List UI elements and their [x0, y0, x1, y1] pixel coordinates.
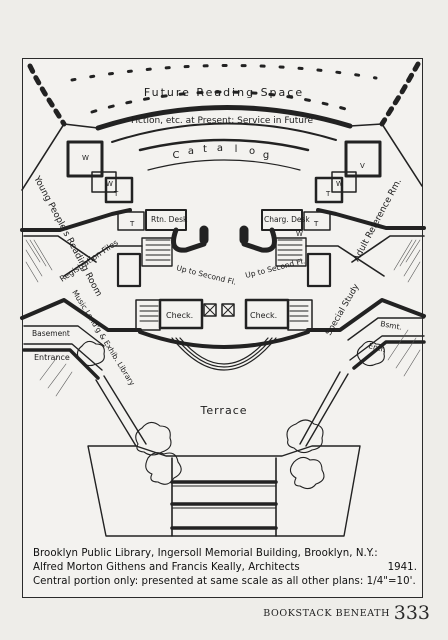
svg-text:o: o [249, 146, 255, 157]
charging-desk-label: Charg. Desk [264, 215, 310, 224]
svg-text:V: V [360, 162, 365, 170]
right-outer-wall [379, 61, 421, 127]
svg-text:T: T [129, 220, 135, 228]
basement-right-label: Bsmt. [380, 319, 403, 332]
future-column-row [70, 64, 378, 82]
svg-text:a: a [188, 146, 194, 157]
future-reading-space-label: Future Reading Space [144, 86, 304, 99]
page-number: 333 [393, 602, 430, 624]
check-right-label: Check. [250, 311, 277, 320]
stairs-left-label: Up to Second Fl. [176, 263, 238, 287]
svg-text:t: t [203, 144, 207, 155]
music-library-label: Music Lend'g & Exhib. Library [70, 288, 137, 387]
svg-text:l: l [235, 144, 238, 155]
running-head: BOOKSTACK BENEATH [263, 608, 390, 619]
check-left-label: Check. [166, 311, 193, 320]
fiction-label: Fiction, etc. at Present: Service in Fut… [131, 116, 314, 126]
svg-text:T: T [113, 190, 119, 198]
svg-text:T: T [325, 190, 331, 198]
svg-text:W: W [336, 180, 343, 188]
svg-text:W: W [296, 230, 303, 238]
caption-line-1: Brooklyn Public Library, Ingersoll Memor… [33, 548, 378, 559]
caption-scale-note: Central portion only: presented at same … [33, 576, 416, 587]
catalog-label: C a t a l o g [173, 143, 270, 161]
stairs-right-label: Up to Second Fl. [244, 256, 306, 280]
return-desk-label: Rtn. Desk [151, 215, 188, 224]
svg-text:C: C [173, 150, 180, 161]
caption-architects: Alfred Morton Githens and Francis Keally… [33, 562, 300, 573]
svg-text:a: a [217, 143, 223, 154]
entrance-right-label: Entr. [368, 341, 387, 354]
caption-year: 1941. [387, 562, 417, 573]
room-marks: W W T T T T W V W [82, 154, 365, 238]
basement-left-label: Basement [32, 329, 70, 338]
svg-text:W: W [82, 154, 89, 162]
left-outer-wall [27, 63, 67, 127]
svg-text:W: W [106, 180, 113, 188]
plate-caption: Brooklyn Public Library, Ingersoll Memor… [33, 547, 417, 589]
entrance-left-label: Entrance [34, 353, 70, 362]
terrace-label: Terrace [199, 404, 247, 417]
footer-separator: · [395, 606, 400, 619]
svg-text:g: g [263, 150, 269, 161]
page-footer: BOOKSTACK BENEATH · 333 [0, 602, 448, 626]
svg-text:T: T [313, 220, 319, 228]
